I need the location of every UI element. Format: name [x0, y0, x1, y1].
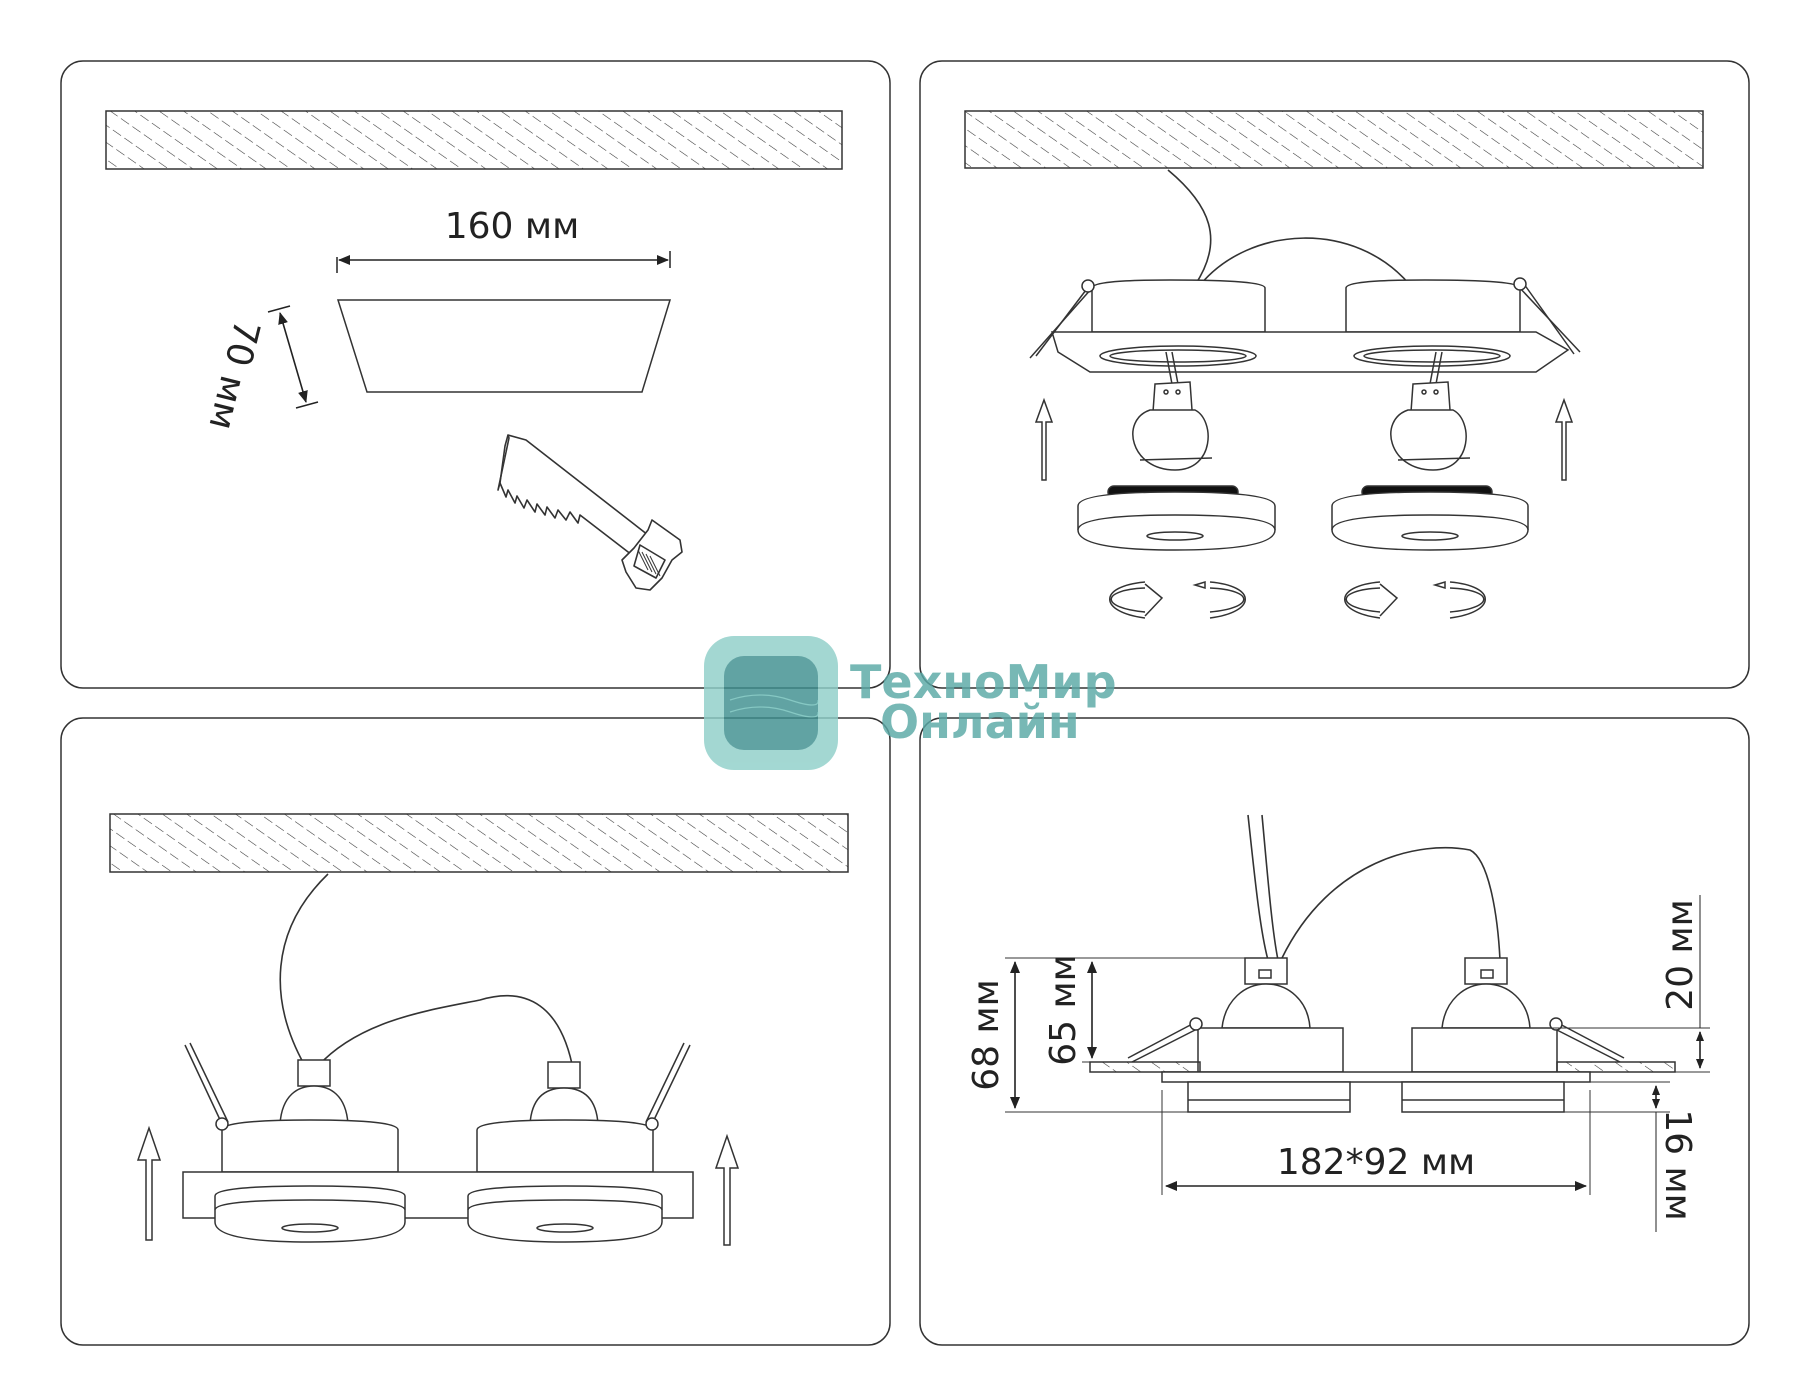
- body-height-label: 65 мм: [1043, 954, 1084, 1066]
- panel-assembly: [919, 60, 1750, 689]
- total-height-label: 68 мм: [966, 979, 1007, 1091]
- watermark-line1: ТехноМир: [850, 655, 1117, 709]
- watermark-logo: ТехноМир Онлайн: [704, 636, 1117, 770]
- bulb-icon: [1132, 351, 1213, 471]
- ceiling-slab: [105, 110, 843, 170]
- link-wire: [317, 995, 573, 1067]
- bottom-height-label: 16 мм: [1657, 1109, 1698, 1221]
- panel-cutout: 160 мм 70 мм: [60, 60, 891, 689]
- up-arrow-icon: [714, 1133, 740, 1246]
- rotate-arrow-icon: [1109, 580, 1246, 619]
- mounting-frame: [1161, 1071, 1591, 1083]
- up-arrow-icon: [1554, 397, 1574, 481]
- up-arrow-icon: [136, 1125, 162, 1241]
- power-wire: [279, 873, 329, 1067]
- width-label: 160 мм: [445, 206, 579, 247]
- top-height-label: 20 мм: [1660, 899, 1701, 1011]
- ceiling-slab: [109, 813, 849, 873]
- power-wire: [1167, 169, 1212, 286]
- link-wire: [1199, 237, 1411, 286]
- saw-icon: [497, 434, 683, 591]
- up-arrow-icon: [1034, 397, 1054, 481]
- frame-size-label: 182*92 мм: [1277, 1142, 1475, 1183]
- bulb-icon: [1390, 351, 1471, 471]
- height-dimension-line: [278, 312, 308, 403]
- panel-insertion: [60, 717, 891, 1346]
- watermark-line2: Онлайн: [880, 695, 1080, 749]
- rotate-arrow-icon: [1344, 580, 1486, 619]
- height-label: 70 мм: [200, 316, 267, 434]
- cutout-shape: [336, 299, 672, 393]
- bezel-ring: [1077, 485, 1276, 551]
- bezel-ring: [1331, 485, 1529, 551]
- ceiling-slab: [964, 110, 1704, 169]
- panel-dimensions: 68 мм 65 мм 20 мм 16 мм 182*92 мм: [919, 717, 1750, 1346]
